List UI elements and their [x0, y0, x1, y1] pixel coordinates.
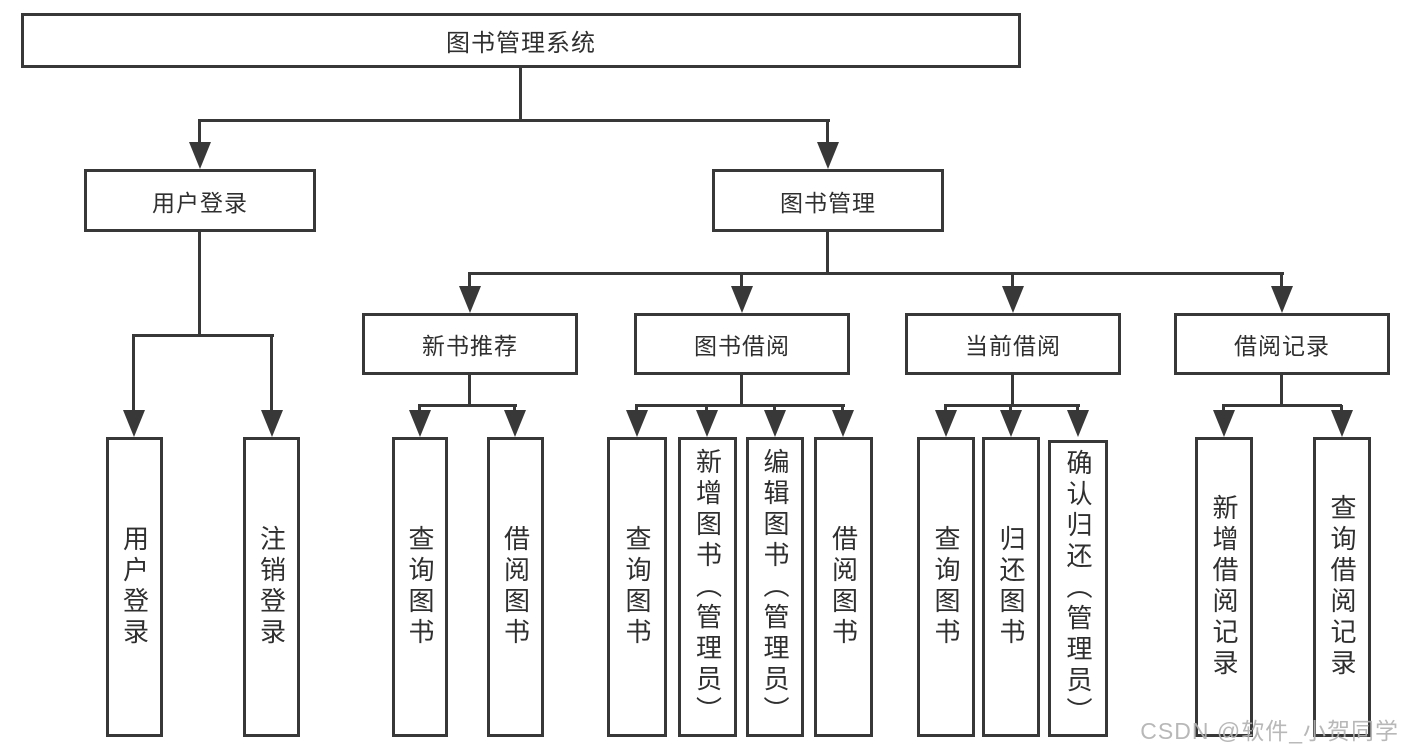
node-borrow-query-book: 查询图书	[607, 437, 667, 737]
node-newbook-borrow-book: 借阅图书	[487, 437, 544, 737]
connector-to-login-leaf	[132, 334, 135, 412]
connector-book-borrow-rail	[635, 404, 845, 407]
arrow-down-icon	[261, 410, 283, 437]
connector-leaf	[513, 405, 516, 412]
node-current-confirm-return-admin: 确认归还（管理员）	[1048, 440, 1108, 737]
connector-borrow-records-stub	[1280, 373, 1283, 406]
connector-new-book-stub	[468, 373, 471, 406]
leaf-label: 确认归还（管理员）	[1063, 449, 1093, 728]
arrow-down-icon	[1213, 410, 1235, 437]
connector-leaf	[773, 405, 776, 412]
arrow-down-icon	[1271, 286, 1293, 313]
connector-leaf	[635, 405, 638, 412]
connector-user-login-stub	[198, 230, 201, 337]
connector-to-book-management	[826, 120, 829, 144]
connector-book-management-stub	[826, 230, 829, 275]
arrow-down-icon	[935, 410, 957, 437]
node-borrow-add-book-admin: 新增图书（管理员）	[678, 437, 737, 737]
leaf-label: 注销登录	[256, 525, 287, 649]
connector-leaf	[705, 405, 708, 412]
node-user-login: 用户登录	[106, 437, 163, 737]
arrow-down-icon	[626, 410, 648, 437]
node-current-borrow: 当前借阅	[905, 313, 1121, 375]
leaf-label: 查询图书	[931, 525, 961, 649]
node-user-login-branch: 用户登录	[84, 169, 316, 232]
node-borrow-edit-book-admin: 编辑图书（管理员）	[746, 437, 804, 737]
arrow-down-icon	[764, 410, 786, 437]
node-records-add-record: 新增借阅记录	[1195, 437, 1253, 737]
arrow-down-icon	[504, 410, 526, 437]
connector-to-logout-leaf	[270, 334, 273, 412]
arrow-down-icon	[123, 410, 145, 437]
connector-leaf	[944, 405, 947, 412]
node-new-book-recommend: 新书推荐	[362, 313, 578, 375]
watermark: CSDN @软件_小贺同学	[1140, 718, 1399, 744]
connector-leaf	[1340, 405, 1343, 412]
connector-leaf	[841, 405, 844, 412]
connector-to-new-book	[468, 273, 471, 288]
leaf-label: 新增图书（管理员）	[692, 447, 723, 727]
leaf-label: 用户登录	[119, 525, 150, 649]
arrow-down-icon	[1067, 410, 1089, 437]
node-borrow-records: 借阅记录	[1174, 313, 1390, 375]
node-records-query-record: 查询借阅记录	[1313, 437, 1371, 737]
connector-to-current-borrow	[1011, 273, 1014, 288]
node-book-borrow: 图书借阅	[634, 313, 850, 375]
connector-user-login-rail	[132, 334, 274, 337]
connector-current-borrow-rail	[944, 404, 1080, 407]
node-library-management-system: 图书管理系统	[21, 13, 1021, 68]
leaf-label: 查询图书	[405, 525, 435, 649]
connector-leaf	[418, 405, 421, 412]
leaf-label: 新增借阅记录	[1209, 494, 1239, 680]
leaf-label: 编辑图书（管理员）	[760, 447, 790, 727]
connector-current-borrow-stub	[1011, 373, 1014, 406]
connector-level3-rail	[468, 272, 1284, 275]
node-book-management: 图书管理	[712, 169, 944, 232]
connector-new-book-rail	[418, 404, 517, 407]
connector-to-borrow-records	[1280, 273, 1283, 288]
leaf-label: 借阅图书	[500, 525, 531, 649]
node-newbook-query-book: 查询图书	[392, 437, 448, 737]
arrow-down-icon	[1331, 410, 1353, 437]
leaf-label: 查询图书	[622, 525, 652, 649]
connector-leaf	[1222, 405, 1225, 412]
node-current-return-book: 归还图书	[982, 437, 1040, 737]
arrow-down-icon	[459, 286, 481, 313]
connector-leaf	[1009, 405, 1012, 412]
node-logout: 注销登录	[243, 437, 300, 737]
arrow-down-icon	[817, 142, 839, 169]
node-borrow-borrow-book: 借阅图书	[814, 437, 873, 737]
connector-root-stub	[519, 66, 522, 121]
arrow-down-icon	[409, 410, 431, 437]
arrow-down-icon	[731, 286, 753, 313]
arrow-down-icon	[696, 410, 718, 437]
arrow-down-icon	[189, 142, 211, 169]
connector-borrow-records-rail	[1222, 404, 1342, 407]
leaf-label: 借阅图书	[828, 525, 859, 649]
leaf-label: 归还图书	[996, 525, 1026, 649]
connector-to-user-login	[198, 120, 201, 144]
arrow-down-icon	[1000, 410, 1022, 437]
arrow-down-icon	[1002, 286, 1024, 313]
arrow-down-icon	[832, 410, 854, 437]
connector-level2-rail	[198, 119, 830, 122]
connector-leaf	[1076, 405, 1079, 412]
connector-to-book-borrow	[740, 273, 743, 288]
leaf-label: 查询借阅记录	[1327, 494, 1357, 680]
connector-book-borrow-stub	[740, 373, 743, 406]
node-current-query-book: 查询图书	[917, 437, 975, 737]
